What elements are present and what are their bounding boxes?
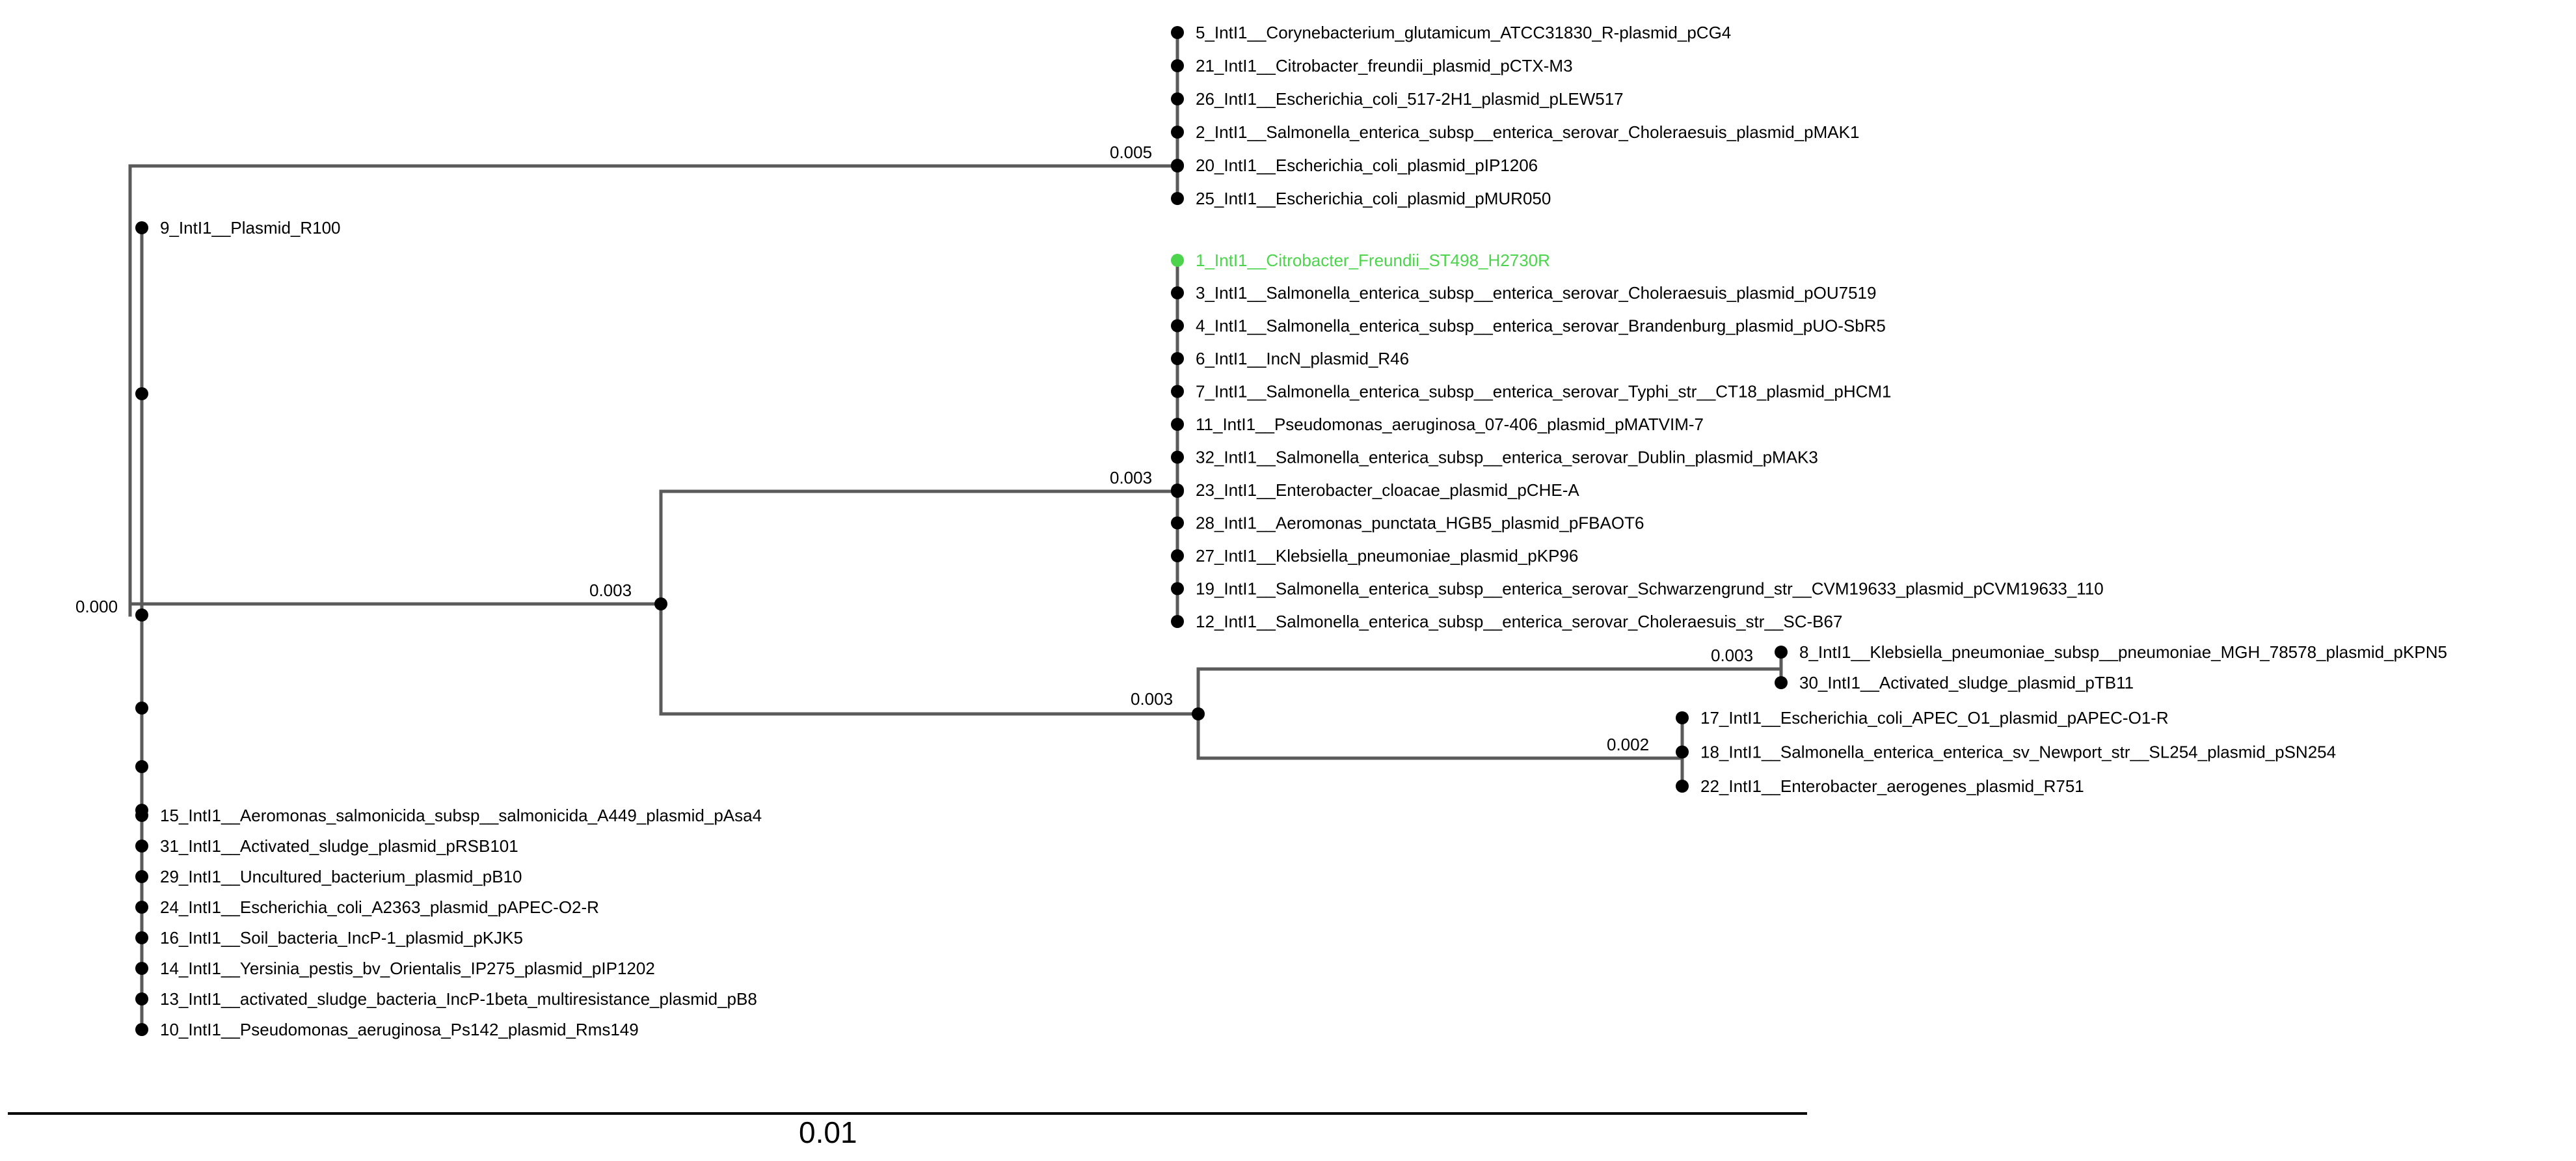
leaf-label: 3_IntI1__Salmonella_enterica_subsp__ente…: [1196, 283, 1876, 303]
leaf-node: [1171, 516, 1184, 530]
leaf-label: 20_IntI1__Escherichia_coli_plasmid_pIP12…: [1196, 156, 1538, 175]
tree-nodes: [135, 26, 1788, 1036]
clade-b-node: [654, 597, 667, 610]
leaf-label: 31_IntI1__Activated_sludge_plasmid_pRSB1…: [160, 836, 518, 856]
internal-node: [135, 387, 148, 400]
leaf-label: 25_IntI1__Escherichia_coli_plasmid_pMUR0…: [1196, 189, 1551, 208]
leaf-label: 9_IntI1__Plasmid_R100: [160, 218, 341, 238]
leaf-label-highlight: 1_IntI1__Citrobacter_Freundii_ST498_H273…: [1196, 251, 1550, 270]
leaf-node: [1171, 418, 1184, 431]
leaf-node: [1171, 450, 1184, 464]
leaf-label: 27_IntI1__Klebsiella_pneumoniae_plasmid_…: [1196, 546, 1578, 566]
leaf-label: 30_IntI1__Activated_sludge_plasmid_pTB11: [1799, 673, 2134, 692]
leaf-label: 13_IntI1__activated_sludge_bacteria_IncP…: [160, 989, 757, 1009]
leaf-label: 23_IntI1__Enterobacter_cloacae_plasmid_p…: [1196, 480, 1579, 500]
branch-length-clade-b2b: 0.002: [1607, 735, 1649, 754]
leaf-node: [135, 870, 148, 883]
leaf-node: [135, 901, 148, 914]
internal-node: [135, 702, 148, 715]
leaf-label: 18_IntI1__Salmonella_enterica_enterica_s…: [1700, 743, 2336, 762]
leaf-label: 19_IntI1__Salmonella_enterica_subsp__ent…: [1196, 579, 2104, 599]
leaf-node: [1171, 352, 1184, 365]
leaf-node: [1171, 192, 1184, 205]
leaf-label: 32_IntI1__Salmonella_enterica_subsp__ent…: [1196, 448, 1818, 467]
root-node: [135, 608, 148, 621]
leaf-node: [1676, 745, 1689, 759]
leaf-node: [135, 809, 148, 822]
internal-node: [135, 760, 148, 773]
leaf-node: [1171, 126, 1184, 139]
leaf-node: [1775, 646, 1788, 659]
leaf-node: [1171, 615, 1184, 628]
leaf-node: [135, 840, 148, 853]
leaf-node: [135, 931, 148, 944]
leaf-node: [1171, 549, 1184, 562]
leaf-node: [1775, 676, 1788, 689]
leaf-node: [135, 221, 148, 234]
leaf-label: 21_IntI1__Citrobacter_freundii_plasmid_p…: [1196, 56, 1573, 75]
branch-length-clade-b1: 0.003: [1110, 468, 1152, 487]
leaf-label: 5_IntI1__Corynebacterium_glutamicum_ATCC…: [1196, 23, 1731, 42]
leaf-label: 16_IntI1__Soil_bacteria_IncP-1_plasmid_p…: [160, 928, 523, 948]
tree-labels: 5_IntI1__Corynebacterium_glutamicum_ATCC…: [160, 23, 2447, 1039]
leaf-label: 28_IntI1__Aeromonas_punctata_HGB5_plasmi…: [1196, 513, 1644, 533]
leaf-label: 14_IntI1__Yersinia_pestis_bv_Orientalis_…: [160, 959, 655, 978]
leaf-node: [135, 962, 148, 975]
branch-length-clade-a: 0.005: [1110, 143, 1152, 162]
leaf-label: 11_IntI1__Pseudomonas_aeruginosa_07-406_…: [1196, 415, 1704, 434]
clade-b1-node: [1171, 485, 1184, 498]
leaf-label: 2_IntI1__Salmonella_enterica_subsp__ente…: [1196, 122, 1859, 142]
leaf-label: 8_IntI1__Klebsiella_pneumoniae_subsp__pn…: [1799, 642, 2447, 662]
leaf-label: 10_IntI1__Pseudomonas_aeruginosa_Ps142_p…: [160, 1020, 639, 1039]
scale-bar-label: 0.01: [799, 1115, 857, 1149]
leaf-label: 17_IntI1__Escherichia_coli_APEC_O1_plasm…: [1700, 708, 2169, 728]
leaf-node: [1171, 319, 1184, 333]
leaf-node: [135, 1023, 148, 1036]
branch-length-clade-b: 0.003: [589, 580, 632, 600]
leaf-node: [135, 992, 148, 1005]
clade-b2-node: [1192, 707, 1205, 720]
branch-length-clade-b2a: 0.003: [1711, 646, 1753, 665]
leaf-label: 12_IntI1__Salmonella_enterica_subsp__ent…: [1196, 612, 1842, 631]
leaf-node: [1171, 286, 1184, 299]
clade-a-node: [1171, 159, 1184, 172]
leaf-node: [1171, 59, 1184, 72]
leaf-label: 26_IntI1__Escherichia_coli_517-2H1_plasm…: [1196, 89, 1624, 109]
leaf-label: 22_IntI1__Enterobacter_aerogenes_plasmid…: [1700, 776, 2084, 796]
leaf-node: [1676, 780, 1689, 793]
leaf-node: [1171, 385, 1184, 398]
leaf-label: 4_IntI1__Salmonella_enterica_subsp__ente…: [1196, 316, 1886, 336]
leaf-node: [1171, 582, 1184, 595]
leaf-node: [1171, 92, 1184, 105]
branch-length-root: 0.000: [75, 597, 118, 616]
leaf-label: 15_IntI1__Aeromonas_salmonicida_subsp__s…: [160, 806, 762, 825]
leaf-label: 24_IntI1__Escherichia_coli_A2363_plasmid…: [160, 897, 599, 917]
leaf-node-highlight: [1171, 254, 1184, 267]
leaf-node: [1676, 711, 1689, 724]
leaf-node: [1171, 26, 1184, 39]
branch-length-clade-b2: 0.003: [1131, 689, 1173, 709]
leaf-label: 29_IntI1__Uncultured_bacterium_plasmid_p…: [160, 867, 522, 886]
leaf-label: 7_IntI1__Salmonella_enterica_subsp__ente…: [1196, 382, 1892, 402]
leaf-label: 6_IntI1__IncN_plasmid_R46: [1196, 349, 1409, 368]
